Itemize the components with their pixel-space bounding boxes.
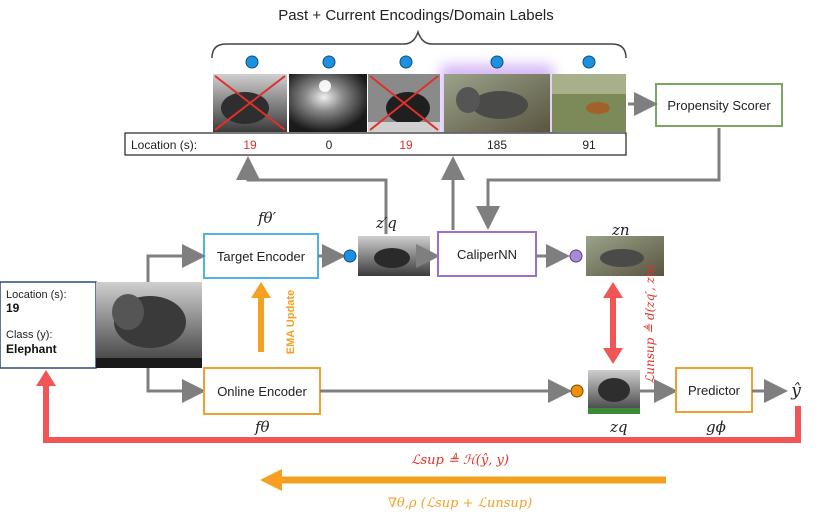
sup-loss-path xyxy=(43,384,801,443)
input-location-value: 19 xyxy=(6,301,20,315)
memory-image-4 xyxy=(444,74,550,132)
propensity-scorer-label: Propensity Scorer xyxy=(667,98,771,113)
predictor-label: Predictor xyxy=(688,383,741,398)
f-theta-prime-label: fθ′ xyxy=(257,209,277,227)
zq-prime-label: z′q xyxy=(375,214,397,232)
calipernn-box xyxy=(437,231,537,277)
gradient-arrow-head xyxy=(260,469,282,491)
memory-image-3 xyxy=(368,74,440,132)
propensity-scorer-box xyxy=(655,83,783,127)
zn-label: zn xyxy=(611,221,630,239)
location-value-2: 0 xyxy=(326,138,333,152)
zn-dot xyxy=(569,249,583,263)
f-theta-label: fθ xyxy=(254,418,270,436)
input-card xyxy=(0,281,97,369)
g-phi-label: gϕ xyxy=(706,418,726,436)
input-image xyxy=(96,282,202,368)
location-value-1: 19 xyxy=(243,138,257,152)
arrow-zqprime-to-memory xyxy=(236,156,388,234)
unsup-loss-label: ℒunsup ≜ d(zq′, zn) xyxy=(643,264,657,383)
target-encoder-box xyxy=(203,233,319,279)
location-value-4: 185 xyxy=(487,138,507,152)
input-class-value: Elephant xyxy=(6,342,57,356)
online-encoder-box xyxy=(203,367,321,415)
memory-title: Past + Current Encodings/Domain Labels xyxy=(278,7,554,24)
location-row-label: Location (s): xyxy=(131,138,197,152)
ema-update-label: EMA Update xyxy=(285,290,297,354)
gradient-label: ∇θ,ρ (ℒsup + ℒunsup) xyxy=(388,496,532,511)
predictor-box xyxy=(675,367,753,413)
zq-label: zq xyxy=(609,418,628,436)
memory-image-5 xyxy=(552,74,626,132)
arrow-input-to-online xyxy=(146,368,206,403)
arrow-propensity-to-caliper xyxy=(476,128,721,230)
zq-image xyxy=(588,370,640,414)
zq-dot xyxy=(570,384,584,398)
location-table xyxy=(124,132,627,156)
memory-image-2 xyxy=(289,74,367,132)
unsup-arrow-head-down xyxy=(603,348,623,364)
memory-image-1 xyxy=(213,74,287,132)
input-class-label: Class (y): xyxy=(6,329,52,341)
location-value-3: 19 xyxy=(399,138,413,152)
y-hat-label: ŷ xyxy=(790,381,801,401)
zq-prime-dot xyxy=(343,249,357,263)
sup-loss-label: ℒsup ≜ ℋ(ŷ, y) xyxy=(411,452,509,468)
arrow-input-to-target xyxy=(146,244,206,282)
memory-brace xyxy=(211,29,627,59)
online-encoder-label: Online Encoder xyxy=(217,384,307,399)
target-encoder-label: Target Encoder xyxy=(217,249,306,264)
location-value-5: 91 xyxy=(582,138,596,152)
input-location-label: Location (s): xyxy=(6,289,67,301)
calipernn-label: CaliperNN xyxy=(457,247,517,262)
ema-arrow-head xyxy=(251,282,271,298)
unsup-arrow-head-up xyxy=(603,282,623,298)
zn-image xyxy=(586,236,664,276)
zq-prime-image xyxy=(358,236,430,276)
memory-dots xyxy=(245,55,596,69)
sup-loss-arrow-head xyxy=(36,370,56,386)
